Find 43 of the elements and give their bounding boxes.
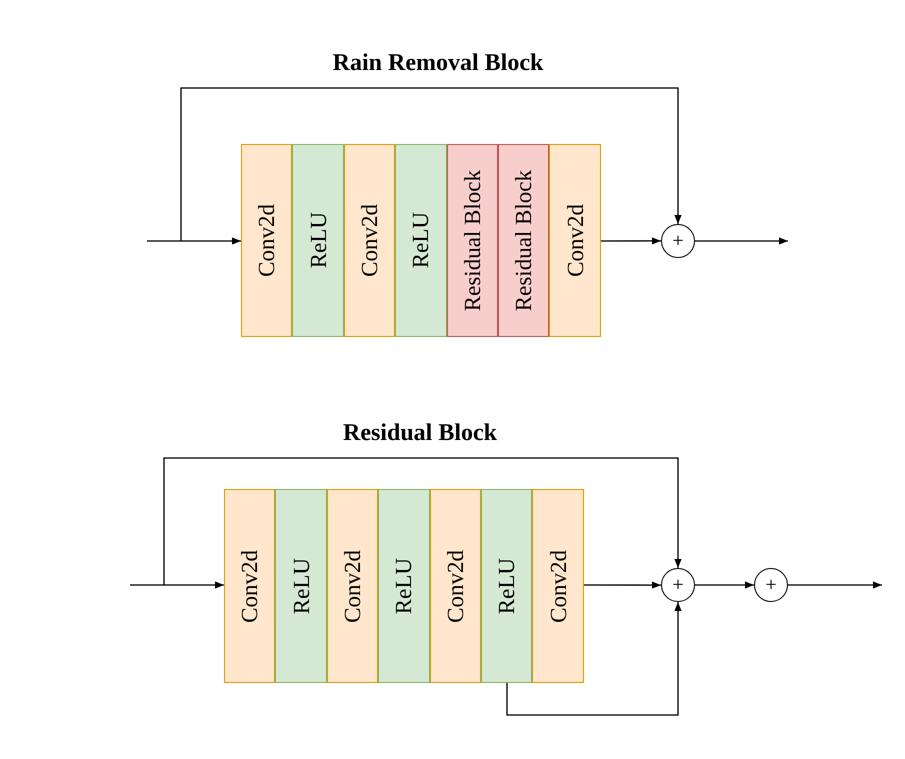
arrow	[584, 581, 661, 589]
layer-box	[378, 489, 430, 683]
layer-box	[344, 144, 396, 337]
layer-box	[532, 489, 584, 683]
block-title: Rain Removal Block	[332, 50, 544, 77]
layer-label: Conv2d	[358, 204, 381, 277]
layer-label: Conv2d	[546, 550, 570, 622]
arrow	[147, 237, 241, 245]
arrow	[130, 581, 224, 589]
layer-label: Conv2d	[564, 204, 587, 277]
arrow	[695, 237, 788, 245]
layer-box	[481, 489, 532, 683]
arrow	[600, 237, 661, 245]
layer-label: ReLU	[306, 212, 330, 269]
layer-box	[241, 144, 292, 337]
layer-label: ReLU	[495, 558, 518, 614]
layer-label: Conv2d	[255, 204, 278, 277]
block-title: Residual Block	[342, 420, 498, 447]
layer-box	[446, 144, 498, 337]
layer-box	[430, 489, 481, 683]
layer-box	[326, 489, 378, 683]
layer-label: ReLU	[409, 212, 432, 269]
sum-circle: +	[661, 568, 695, 602]
layer-label: Residual Block	[460, 170, 484, 312]
layer-label: Conv2d	[340, 550, 364, 622]
layer-label: Conv2d	[444, 550, 467, 622]
layer-box	[292, 144, 344, 337]
layer-label: ReLU	[392, 558, 416, 614]
arrow	[695, 581, 754, 589]
layer-box	[275, 489, 327, 683]
layer-label: Residual Block	[512, 170, 536, 312]
layer-box	[549, 144, 601, 337]
layer-box	[498, 144, 550, 337]
layer-label: Conv2d	[238, 550, 262, 622]
sum-circle: +	[754, 568, 788, 602]
arrow	[506, 602, 682, 716]
layer-box	[395, 144, 447, 337]
layer-box	[224, 489, 276, 683]
layer-label: ReLU	[290, 558, 313, 614]
arrow	[180, 87, 682, 241]
sum-circle: +	[661, 224, 695, 258]
arrow	[163, 457, 682, 585]
arrow	[788, 581, 882, 589]
